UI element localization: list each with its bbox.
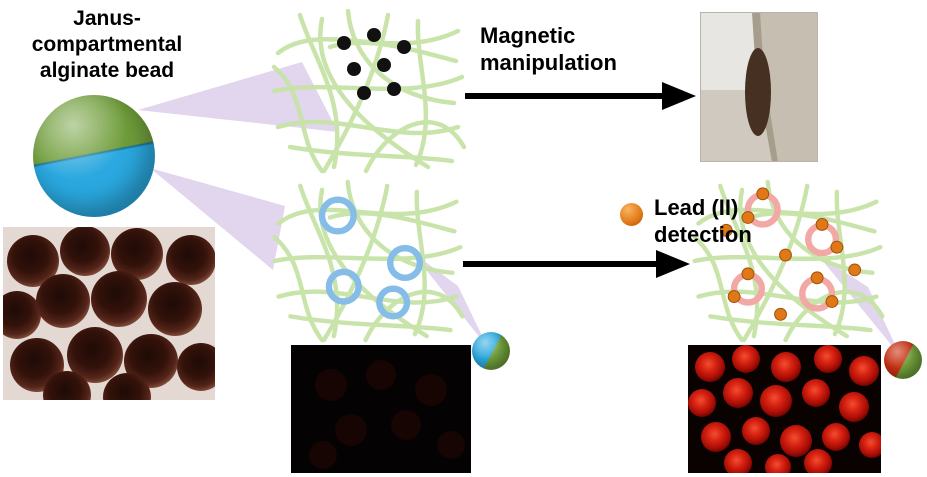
title-line-1: Janus- — [73, 7, 141, 30]
title-line-2: compartmental — [31, 33, 183, 56]
alginate-network-magnetic — [266, 5, 466, 175]
lead-ion-legend-dot — [620, 203, 643, 226]
alginate-network-sensor — [263, 176, 468, 344]
small-janus-bead-sensor — [472, 332, 510, 370]
magnetic-label-line-1: Magnetic — [480, 23, 576, 48]
lead-label-line-1: Lead (II) — [654, 195, 739, 220]
title-line-3: alginate bead — [39, 59, 175, 82]
magnetic-nanoparticle-dots — [337, 28, 411, 100]
faint-beads — [309, 360, 465, 469]
red-fluorescent-beads — [688, 345, 881, 473]
magnetic-manipulation-arrow — [465, 82, 696, 110]
janus-bead-schematic — [33, 95, 155, 217]
lead-label-line-2: detection — [654, 222, 752, 247]
sensor-rings-blue — [318, 196, 424, 320]
small-janus-bead-detected — [884, 341, 922, 379]
alginate-network-lead-detected — [683, 176, 888, 344]
bead-clump-on-magnet — [745, 48, 771, 136]
dark-fluorescence-image — [291, 345, 471, 473]
magnetic-label-line-2: manipulation — [480, 50, 617, 75]
lead-detection-arrow — [463, 250, 690, 278]
magnetic-manipulation-label: Magnetic manipulation — [480, 22, 617, 76]
lead-detection-label: Lead (II) detection — [654, 194, 752, 248]
magnet-photo — [700, 12, 818, 162]
figure-title: Janus- compartmental alginate bead — [2, 6, 212, 84]
red-fluorescence-image — [688, 345, 881, 473]
bead-micrograph-photo — [3, 227, 215, 400]
micrograph-beads — [3, 227, 215, 400]
